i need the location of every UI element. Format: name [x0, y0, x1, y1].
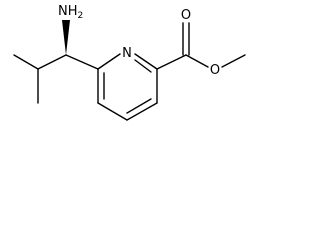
pyridine-ring [97, 53, 158, 121]
bond-ester-o-methyl [221, 54, 246, 68]
ring-bond-c4-c5 [97, 102, 128, 121]
bond-chiral-ring [65, 54, 99, 70]
amine-symbol: NH [58, 4, 78, 19]
amine-label: NH2 [58, 4, 83, 21]
wedge-bond-amine [62, 20, 70, 55]
amine-subscript: 2 [78, 11, 84, 21]
carbonyl-oxygen-label: O [181, 8, 191, 23]
ring-bond-n-c2-inner [134, 59, 152, 73]
bond-ring-carbonyl [156, 54, 187, 70]
bond-carbonyl-ester-o [185, 54, 209, 68]
ester-oxygen-label: O [210, 63, 220, 78]
bond-ch-ch3-upper [13, 54, 39, 70]
ring-bond-c3-c4-inner [126, 98, 152, 114]
ester-group [156, 22, 246, 70]
svg-text:NH2: NH2 [58, 4, 83, 21]
isopropyl-group [13, 54, 67, 104]
ring-bond-c6-n [97, 53, 121, 70]
chemical-structure: NH2 N O O [13, 4, 246, 121]
ring-bond-c3-c4 [126, 102, 158, 121]
ring-nitrogen-label: N [122, 46, 132, 61]
ring-bond-n-c2 [134, 53, 158, 70]
bond-ch-chiral [37, 54, 67, 70]
